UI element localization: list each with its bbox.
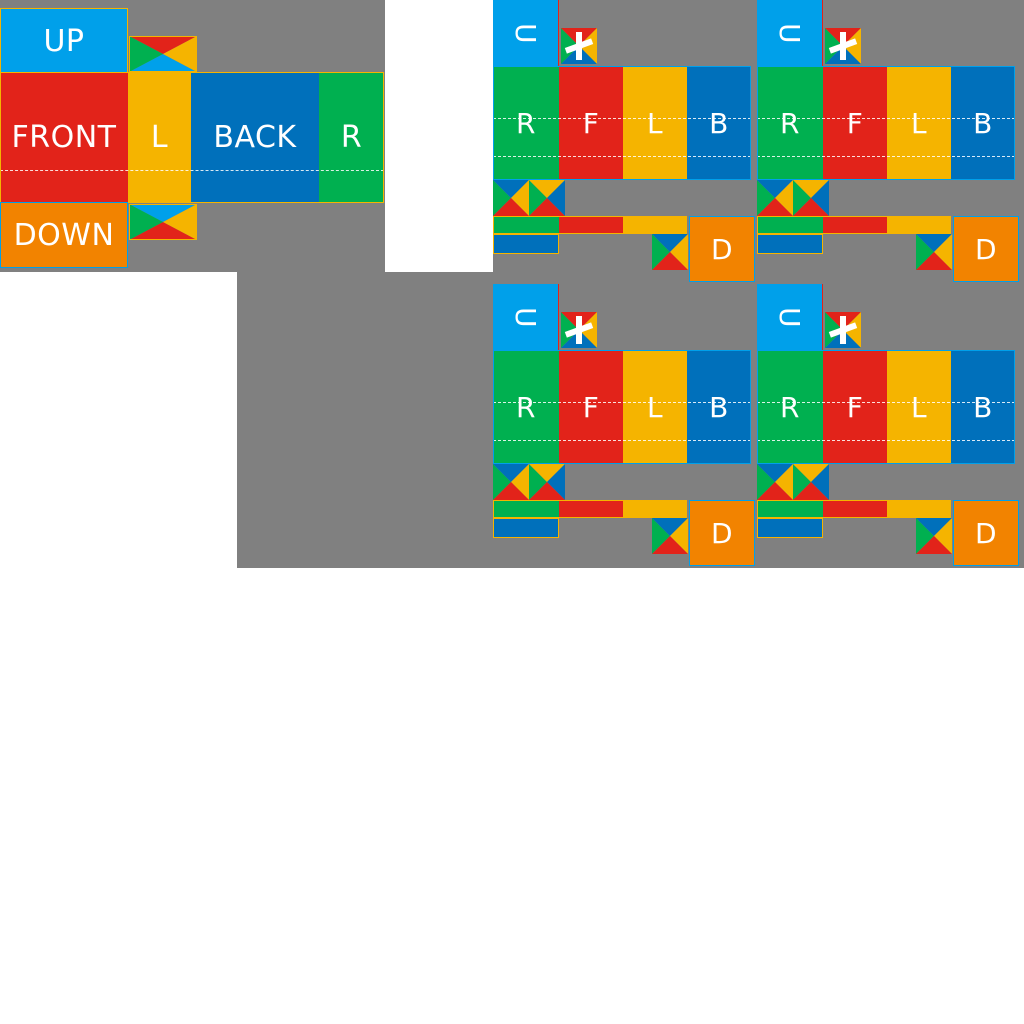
strip-border [493, 350, 751, 464]
face-front: FRONT [0, 72, 128, 203]
tile-blue-tab [493, 234, 559, 254]
face-up: UP [0, 8, 128, 74]
tile-blue-tab [757, 518, 823, 538]
cube-tile-4: U R F L B [757, 284, 1022, 569]
tile-face-r: R [493, 350, 559, 464]
tile-face-r: R [757, 350, 823, 464]
tile-blue-tab [757, 234, 823, 254]
tile-face-f-label: F [846, 106, 864, 140]
tile-face-l: L [623, 66, 687, 180]
tile-face-b-label: B [973, 390, 993, 424]
tile-middle-strip: R F L B [757, 66, 1015, 180]
pinwheel-icon [916, 234, 952, 270]
tile-middle-strip: R F L B [757, 350, 1015, 464]
pinwheel-icon [652, 518, 688, 554]
face-back: BACK [191, 72, 319, 203]
tile-bottom-flap [757, 216, 951, 234]
tile-face-l-label: L [646, 390, 664, 424]
strip-border [757, 66, 1015, 180]
pinwheel-icon [757, 180, 829, 216]
face-left-label: L [150, 120, 169, 155]
face-right-label: R [340, 120, 363, 155]
bowtie-icon-bottom [129, 204, 197, 240]
pinwheel-icon [825, 312, 861, 348]
strip-border [757, 350, 1015, 464]
tile-bottom-flap [493, 216, 687, 234]
bowtie-icon-top [129, 36, 197, 72]
face-front-label: FRONT [11, 120, 117, 155]
tile-face-d-label: D [974, 516, 998, 550]
pinwheel-icon [493, 180, 565, 216]
face-back-label: BACK [213, 120, 297, 155]
pinwheel-icon [561, 28, 597, 64]
tile-face-up: U [493, 284, 559, 350]
tile-face-l: L [623, 350, 687, 464]
tile-face-r-label: R [780, 390, 800, 424]
tile-face-r-label: R [516, 106, 536, 140]
tile-face-b: B [687, 66, 751, 180]
net-middle-strip: FRONT L BACK R [0, 72, 384, 203]
pinwheel-icon [493, 464, 565, 500]
tile-face-d: D [689, 216, 755, 282]
tile-blue-tab [493, 518, 559, 538]
tile-face-up: U [757, 0, 823, 66]
tile-face-b-label: B [709, 106, 729, 140]
strip-border [0, 72, 384, 203]
tile-face-d: D [953, 500, 1019, 566]
pinwheel-icon [825, 28, 861, 64]
face-right: R [319, 72, 384, 203]
face-up-label: UP [43, 23, 85, 59]
tile-face-r: R [493, 66, 559, 180]
tile-face-f: F [559, 66, 623, 180]
cube-tile-3: U R F L B [493, 284, 758, 569]
tile-face-r-label: R [780, 106, 800, 140]
tile-face-d: D [953, 216, 1019, 282]
white-gap-panel [385, 0, 493, 272]
tile-face-f: F [559, 350, 623, 464]
tile-face-d-label: D [710, 232, 734, 266]
tile-face-l-label: L [910, 106, 928, 140]
pinwheel-icon [916, 518, 952, 554]
tile-face-up-label: U [509, 306, 542, 328]
pinwheel-icon [757, 464, 829, 500]
pinwheel-icon [652, 234, 688, 270]
tile-face-b: B [951, 350, 1015, 464]
tile-face-f-label: F [582, 106, 600, 140]
tile-face-up: U [493, 0, 559, 66]
tile-face-b: B [951, 66, 1015, 180]
face-down-label: DOWN [13, 217, 115, 253]
tile-face-b-label: B [973, 106, 993, 140]
cube-tile-1: U R F L B [493, 0, 758, 285]
tile-face-up-label: U [773, 306, 806, 328]
tile-face-r: R [757, 66, 823, 180]
pinwheel-icon [561, 312, 597, 348]
tile-middle-strip: R F L B [493, 350, 751, 464]
tile-bottom-flap [757, 500, 951, 518]
tile-middle-strip: R F L B [493, 66, 751, 180]
tile-face-up-label: U [773, 22, 806, 44]
tile-face-d-label: D [710, 516, 734, 550]
tile-face-b: B [687, 350, 751, 464]
tile-face-l-label: L [910, 390, 928, 424]
tile-face-b-label: B [709, 390, 729, 424]
tile-face-l: L [887, 66, 951, 180]
tile-face-up-label: U [509, 22, 542, 44]
tile-face-r-label: R [516, 390, 536, 424]
tile-face-f: F [823, 350, 887, 464]
tile-face-up: U [757, 284, 823, 350]
tile-face-l: L [887, 350, 951, 464]
tile-face-d-label: D [974, 232, 998, 266]
tile-face-f-label: F [846, 390, 864, 424]
tile-face-f: F [823, 66, 887, 180]
tile-face-f-label: F [582, 390, 600, 424]
tile-face-d: D [689, 500, 755, 566]
tile-bottom-flap [493, 500, 687, 518]
face-left: L [128, 72, 191, 203]
tile-face-l-label: L [646, 106, 664, 140]
cube-tile-2: U R F L B [757, 0, 1022, 285]
strip-border [493, 66, 751, 180]
face-down: DOWN [0, 202, 128, 268]
